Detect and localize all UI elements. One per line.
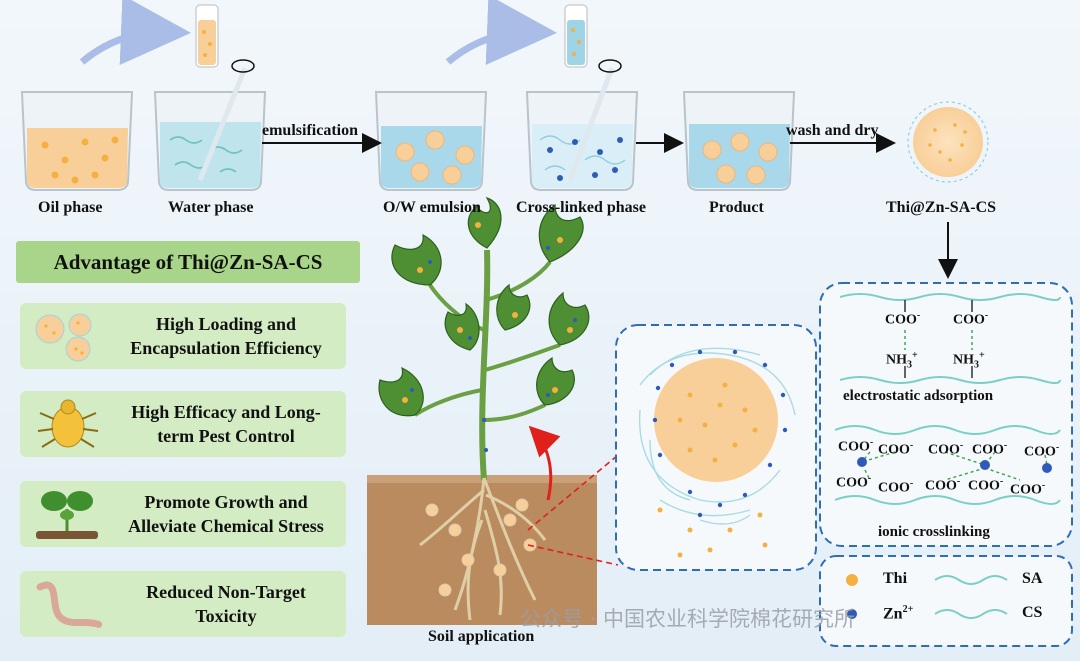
earthworm-icon xyxy=(36,581,104,629)
advantage-item: High Efficacy and Long-term Pest Control xyxy=(20,391,346,457)
microsphere-icon xyxy=(35,313,92,362)
test-tube-icon xyxy=(195,4,219,68)
advantage-line2: Toxicity xyxy=(195,606,257,626)
advantage-line1: Reduced Non-Target xyxy=(146,582,306,602)
curved-arrow-icon xyxy=(79,0,191,66)
label-crosslinked-phase: Cross-linked phase xyxy=(516,199,646,216)
microsphere-detail xyxy=(638,347,796,558)
carboxylate-label: COO- xyxy=(968,476,1004,494)
label-ionic-crosslinking: ionic crosslinking xyxy=(878,524,990,540)
label-emulsification: emulsification xyxy=(262,122,358,139)
carboxylate-label: COO- xyxy=(878,478,914,496)
curved-arrow-icon xyxy=(445,0,557,66)
ammonium-label: NH3+ xyxy=(886,350,918,371)
carboxylate-label: COO- xyxy=(1024,442,1060,460)
label-electrostatic-adsorption: electrostatic adsorption xyxy=(843,388,994,404)
beaker-oil-phase-icon xyxy=(20,91,134,191)
label-product: Product xyxy=(709,199,764,216)
test-tube-icon xyxy=(564,4,588,68)
advantage-title: Advantage of Thi@Zn-SA-CS xyxy=(16,241,360,283)
label-water-phase: Water phase xyxy=(168,199,254,216)
label-soil-application: Soil application xyxy=(428,628,535,645)
label-final-product: Thi@Zn-SA-CS xyxy=(886,199,997,216)
legend-zn: Zn2+ xyxy=(883,604,914,623)
carboxylate-label: COO- xyxy=(878,440,914,458)
advantage-line1: Promote Growth and xyxy=(144,492,308,512)
label-oil-phase: Oil phase xyxy=(38,199,103,216)
advantage-line1: High Efficacy and Long- xyxy=(131,402,321,422)
beaker-emulsion-icon xyxy=(374,91,488,191)
beaker-crosslinked-icon xyxy=(525,59,639,191)
legend-sa: SA xyxy=(1022,570,1043,587)
aphid-icon xyxy=(37,399,99,448)
carboxylate-label: COO- xyxy=(885,310,921,328)
carboxylate-label: COO- xyxy=(925,476,961,494)
legend-panel xyxy=(819,555,1073,647)
thi-legend-icon xyxy=(846,574,858,586)
seedling-icon xyxy=(36,491,98,539)
beaker-water-phase-icon xyxy=(153,59,267,191)
sa-legend-icon xyxy=(934,575,1008,585)
ammonium-label: NH3+ xyxy=(953,350,985,371)
microsphere-icon xyxy=(907,101,989,183)
watermark-text: 公众号 · 中国农业科学院棉花研究所 xyxy=(520,607,856,631)
label-wash-dry: wash and dry xyxy=(786,122,879,139)
beaker-product-icon xyxy=(682,91,796,191)
carboxylate-label: COO- xyxy=(953,310,989,328)
carboxylate-label: COO- xyxy=(838,437,874,455)
legend-thi: Thi xyxy=(883,570,908,587)
label-ow-emulsion: O/W emulsion xyxy=(383,199,481,216)
carboxylate-label: COO- xyxy=(836,473,872,491)
advantage-line2: Encapsulation Efficiency xyxy=(130,338,322,358)
mechanism-panel xyxy=(819,282,1073,547)
carboxylate-label: COO- xyxy=(928,440,964,458)
zn-legend-icon xyxy=(847,609,857,619)
plant-illustration xyxy=(378,196,590,621)
carboxylate-label: COO- xyxy=(972,440,1008,458)
carboxylate-label: COO- xyxy=(1010,480,1046,498)
advantage-line1: High Loading and xyxy=(155,314,297,334)
advantage-line2: term Pest Control xyxy=(157,426,295,446)
legend-cs: CS xyxy=(1022,604,1043,621)
advantage-line2: Alleviate Chemical Stress xyxy=(128,516,324,536)
uptake-arrow xyxy=(528,425,561,501)
cs-legend-icon xyxy=(934,609,1008,619)
